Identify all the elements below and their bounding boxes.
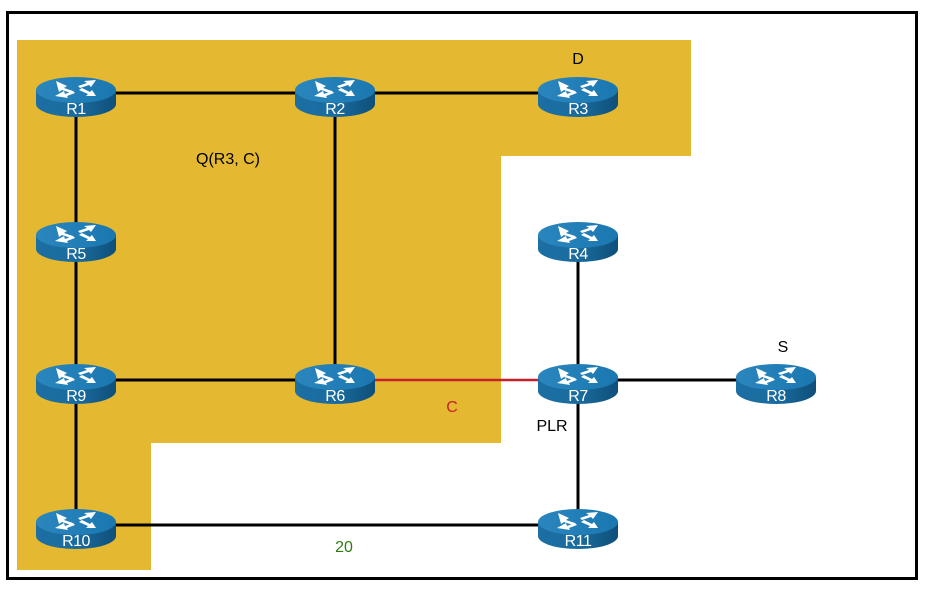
- router-label: R8: [766, 388, 786, 405]
- router-label: R7: [568, 388, 588, 405]
- router-r5[interactable]: R5: [36, 222, 116, 263]
- router-r10[interactable]: R10: [36, 509, 116, 550]
- router-r9[interactable]: R9: [36, 364, 116, 405]
- router-label: R4: [568, 246, 588, 263]
- router-label: R2: [325, 101, 345, 118]
- router-r4[interactable]: R4: [538, 222, 618, 263]
- router-r7[interactable]: R7: [538, 364, 618, 405]
- link-metric-label: 20: [335, 539, 353, 556]
- router-label: R3: [568, 101, 588, 118]
- failed-link-label: C: [446, 399, 458, 416]
- router-r2[interactable]: R2: [295, 77, 375, 118]
- router-label: R9: [66, 388, 86, 405]
- router-label: R10: [62, 533, 90, 550]
- router-label: R11: [565, 533, 592, 550]
- router-r1[interactable]: R1: [36, 77, 116, 118]
- destination-label: D: [572, 51, 584, 68]
- router-label: R5: [66, 246, 86, 263]
- router-r6[interactable]: R6: [295, 364, 375, 405]
- router-r11[interactable]: R11: [538, 509, 618, 550]
- router-label: R1: [66, 101, 86, 118]
- router-r3[interactable]: R3: [538, 77, 618, 118]
- router-r8[interactable]: R8: [736, 364, 816, 405]
- q-space-region: [17, 40, 691, 570]
- router-label: R6: [325, 388, 345, 405]
- source-label: S: [778, 339, 789, 356]
- plr-label: PLR: [536, 418, 567, 435]
- region-label: Q(R3, C): [196, 151, 260, 168]
